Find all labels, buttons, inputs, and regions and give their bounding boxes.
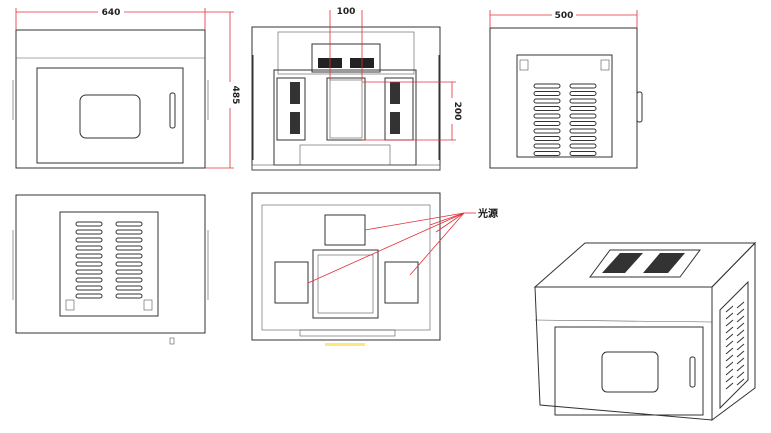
vent-slot [75, 253, 103, 259]
top-view [251, 192, 441, 346]
vent-slot [736, 322, 745, 330]
vent-slot [725, 305, 734, 313]
vent-slot [569, 91, 597, 96]
vent-slot [725, 312, 734, 320]
vent-slot [533, 106, 561, 111]
vent-slot [736, 315, 745, 323]
isometric-view [533, 241, 757, 421]
width-label: 640 [102, 8, 121, 18]
vent-slot [75, 245, 103, 251]
vent-slot [533, 128, 561, 134]
vent-slot [736, 343, 745, 351]
vent-slot [533, 151, 561, 156]
depth-dimension: 500 [489, 9, 638, 28]
vent-slot [115, 285, 143, 291]
vent-slot [115, 221, 143, 227]
vent-slot [725, 382, 734, 390]
vent-slot [115, 261, 143, 267]
vent-slot [736, 371, 745, 379]
vent-slot [736, 350, 745, 358]
vent-slot [75, 261, 103, 267]
height-dimension: 485 [205, 11, 240, 169]
vent-slot [736, 336, 745, 344]
vent-slot [725, 375, 734, 383]
vent-slot [725, 354, 734, 362]
vent-slot [75, 285, 103, 291]
vent-slot [75, 221, 103, 227]
vent-slot [725, 361, 734, 369]
light-source-callout: 光源 [307, 207, 498, 284]
vent-slot [736, 301, 745, 309]
module-height-dimension: 200 [362, 81, 462, 141]
height-label: 485 [230, 86, 240, 105]
vent-slot [533, 91, 561, 96]
vent-slot [569, 106, 597, 111]
vent-slot [569, 136, 597, 141]
vent-slot [569, 151, 597, 156]
vent-slot [75, 237, 103, 243]
width-dimension: 640 [15, 6, 206, 30]
depth-label: 500 [555, 11, 574, 21]
vent-slot [533, 98, 561, 104]
vent-slot [75, 269, 103, 275]
vent-slot [115, 245, 143, 251]
vent-slot [75, 229, 103, 235]
vent-slot [736, 329, 745, 337]
vent-slot [115, 229, 143, 235]
vent-slot [533, 143, 561, 149]
vent-slot [569, 98, 597, 104]
vent-slot [736, 308, 745, 316]
vent-slot [75, 277, 103, 283]
vent-slot [115, 293, 143, 299]
vent-slot [569, 83, 597, 89]
vent-slot [725, 319, 734, 327]
vent-slot [725, 326, 734, 334]
vent-slot [725, 368, 734, 376]
front-view [12, 29, 209, 169]
vent-slot [115, 253, 143, 259]
module-height-label: 200 [452, 102, 462, 121]
internal-view [251, 26, 441, 171]
module-width-label: 100 [337, 7, 356, 17]
vent-slot [725, 333, 734, 341]
vent-slot [569, 143, 597, 149]
vent-slot [725, 347, 734, 355]
vent-slot [725, 340, 734, 348]
vent-slot [569, 121, 597, 126]
vent-slot [736, 357, 745, 365]
module-width-dimension: 100 [329, 5, 363, 80]
vent-slot [736, 378, 745, 386]
vent-slot [569, 113, 597, 119]
rear-view [12, 194, 209, 345]
vent-slot [115, 269, 143, 275]
vent-slot [533, 113, 561, 119]
vent-slot [115, 237, 143, 243]
vent-slot [533, 83, 561, 89]
vent-slot [75, 293, 103, 299]
light-source-label: 光源 [477, 207, 498, 220]
side-view [489, 27, 643, 169]
vent-slot [533, 121, 561, 126]
vent-slot [115, 277, 143, 283]
vent-slot [533, 136, 561, 141]
vent-slot [736, 364, 745, 372]
vent-slot [569, 128, 597, 134]
